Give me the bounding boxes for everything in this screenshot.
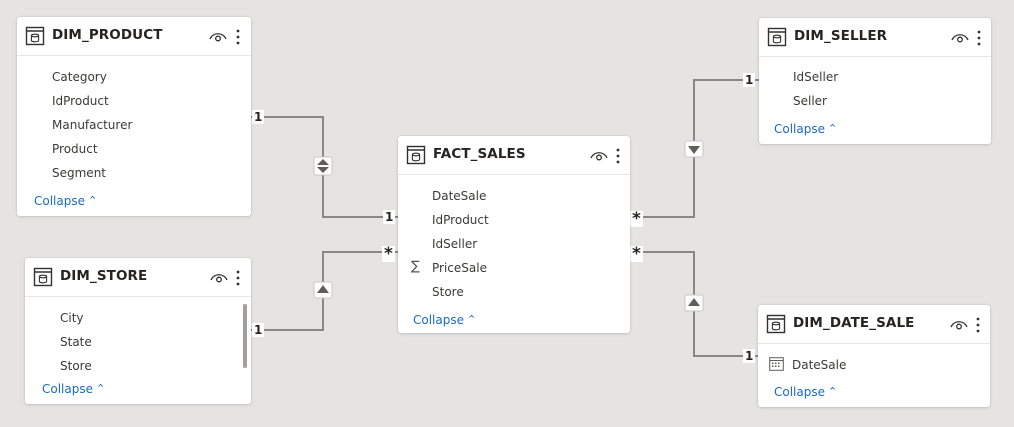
collapse-label: Collapse: [413, 313, 464, 327]
chevron-up-icon: ⌃: [828, 122, 838, 135]
collapse-link[interactable]: Collapse⌃: [774, 122, 837, 136]
field-item[interactable]: Product: [52, 142, 98, 156]
table-title: DIM_PRODUCT: [52, 27, 163, 43]
collapse-label: Collapse: [774, 385, 825, 399]
collapse-label: Collapse: [42, 382, 93, 396]
field-item[interactable]: IdSeller: [793, 70, 839, 84]
more-options-icon[interactable]: [976, 317, 980, 333]
field-item[interactable]: Category: [52, 70, 107, 84]
table-icon: [767, 27, 787, 47]
eye-icon[interactable]: [951, 32, 969, 44]
table-title: DIM_STORE: [60, 268, 148, 284]
more-options-icon[interactable]: [616, 148, 620, 164]
eye-icon[interactable]: [210, 272, 228, 284]
field-item[interactable]: PriceSale: [432, 261, 487, 275]
collapse-link[interactable]: Collapse⌃: [34, 194, 97, 208]
chevron-up-icon: ⌃: [828, 385, 838, 398]
sigma-icon: ∑: [411, 259, 420, 274]
table-icon: [406, 145, 426, 165]
more-options-icon[interactable]: [236, 270, 240, 286]
table-title: FACT_SALES: [433, 146, 526, 162]
collapse-link[interactable]: Collapse⌃: [774, 385, 837, 399]
table-header[interactable]: DIM_SELLER: [759, 18, 991, 57]
field-item[interactable]: DateSale: [792, 358, 847, 372]
collapse-label: Collapse: [774, 122, 825, 136]
field-item[interactable]: Manufacturer: [52, 118, 133, 132]
eye-icon[interactable]: [209, 31, 227, 43]
collapse-link[interactable]: Collapse⌃: [42, 382, 105, 396]
eye-icon[interactable]: [950, 319, 968, 331]
table-title: DIM_DATE_SALE: [793, 315, 915, 331]
single-arrow-icon: [684, 140, 704, 158]
table-header[interactable]: FACT_SALES: [398, 136, 630, 175]
table-header[interactable]: DIM_STORE: [25, 258, 251, 297]
table-header[interactable]: DIM_DATE_SALE: [758, 305, 990, 344]
chevron-up-icon: ⌃: [88, 194, 98, 207]
table-icon: [766, 314, 786, 334]
table-card-dim-date-sale[interactable]: DIM_DATE_SALE DateSale Collapse⌃: [758, 305, 990, 407]
table-card-dim-store[interactable]: DIM_STORE City State Store Collapse⌃: [25, 258, 251, 404]
field-item[interactable]: State: [60, 335, 92, 349]
table-title: DIM_SELLER: [794, 28, 888, 44]
table-card-dim-product[interactable]: DIM_PRODUCT Category IdProduct Manufactu…: [17, 17, 251, 216]
eye-icon[interactable]: [590, 150, 608, 162]
table-icon: [25, 26, 45, 46]
field-item[interactable]: Segment: [52, 166, 106, 180]
more-options-icon[interactable]: [977, 30, 981, 46]
field-item[interactable]: Store: [60, 359, 92, 373]
field-item[interactable]: IdSeller: [432, 237, 478, 251]
cardinality-store-one: 1: [252, 323, 265, 337]
field-item[interactable]: IdProduct: [52, 94, 109, 108]
chevron-up-icon: ⌃: [467, 313, 477, 326]
field-item[interactable]: IdProduct: [432, 213, 489, 227]
calendar-icon: [769, 357, 784, 371]
double-arrow-icon: [313, 156, 333, 176]
field-item[interactable]: Store: [432, 285, 464, 299]
cardinality-product-one: 1: [252, 110, 265, 124]
cardinality-seller-one: 1: [743, 73, 756, 87]
field-item[interactable]: City: [60, 311, 84, 325]
cardinality-date-one: 1: [743, 349, 756, 363]
single-arrow-icon: [313, 281, 333, 299]
cardinality-store-fact-many: *: [382, 244, 395, 264]
table-header[interactable]: DIM_PRODUCT: [17, 17, 251, 56]
field-item[interactable]: Seller: [793, 94, 827, 108]
scrollbar[interactable]: [243, 304, 247, 368]
table-card-fact-sales[interactable]: FACT_SALES DateSale IdProduct IdSeller ∑…: [398, 136, 630, 333]
table-card-dim-seller[interactable]: DIM_SELLER IdSeller Seller Collapse⌃: [759, 18, 991, 144]
table-icon: [33, 267, 53, 287]
chevron-up-icon: ⌃: [96, 382, 106, 395]
collapse-label: Collapse: [34, 194, 85, 208]
field-item[interactable]: DateSale: [432, 189, 487, 203]
single-arrow-icon: [684, 294, 704, 312]
cardinality-product-fact-one: 1: [383, 210, 396, 224]
cardinality-date-fact-many: *: [630, 244, 643, 264]
cardinality-seller-fact-many: *: [630, 209, 643, 229]
more-options-icon[interactable]: [236, 29, 240, 45]
collapse-link[interactable]: Collapse⌃: [413, 313, 476, 327]
